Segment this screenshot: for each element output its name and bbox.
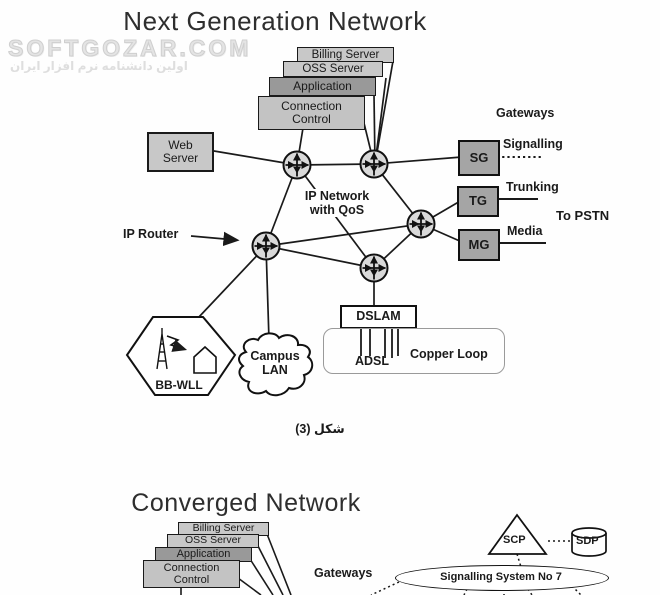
dslam-box: DSLAM (340, 305, 417, 329)
sdp-label: SDP (576, 535, 599, 547)
campus-lan-cloud (238, 332, 314, 397)
copper-loop-label: Copper Loop (410, 347, 488, 361)
trunking-label: Trunking (506, 180, 559, 194)
scp-triangle (487, 513, 548, 555)
figure2-title: Converged Network (131, 489, 361, 517)
figure1-title: Next Generation Network (123, 6, 427, 36)
ss7-label: Signalling System No 7 (440, 571, 562, 583)
gateways-label-2: Gateways (314, 566, 373, 580)
scp-label: SCP (503, 534, 526, 546)
ip-network-label: IP Network with QoS (295, 189, 379, 217)
campus-lan-line2: LAN (262, 363, 288, 378)
application-box: Application (269, 77, 376, 96)
connection-control-line2: Control (292, 112, 331, 126)
router-icon (282, 150, 312, 180)
radio-signal-arrow (166, 335, 188, 352)
ip-router-label: IP Router (123, 227, 179, 241)
trunking-gateway-box: TG (457, 186, 499, 217)
antenna-tower-icon (156, 328, 168, 370)
billing-server-box: Billing Server (297, 47, 394, 63)
copper-loop-outline (323, 328, 505, 374)
campus-lan-label: Campus LAN (246, 349, 304, 378)
bb-wll-hexagon (125, 316, 237, 396)
ss7-dotted-links (370, 540, 582, 595)
connection-control-2-line1: Connection (163, 561, 220, 574)
sdp-cylinder-top (571, 527, 607, 539)
adsl-lines (360, 325, 399, 358)
oss-server-box: OSS Server (283, 61, 383, 77)
ip-network-line2: with QoS (309, 203, 365, 217)
signalling-label: Signalling (503, 137, 563, 151)
campus-lan-line1: Campus (250, 349, 300, 363)
application-box-2: Application (155, 547, 252, 562)
router-icon (251, 231, 281, 261)
ss7-ellipse (395, 565, 609, 591)
web-server-box: Web Server (147, 132, 214, 172)
adsl-label: ADSL (355, 354, 390, 368)
connection-control-line1: Connection (281, 98, 342, 113)
web-server-line2: Server (162, 151, 199, 165)
gateways-label: Gateways (496, 106, 555, 120)
media-label: Media (507, 224, 543, 238)
signalling-gateway-box: SG (458, 140, 500, 176)
router-icon (359, 253, 389, 283)
web-server-line1: Web (168, 137, 193, 152)
connection-control-box: Connection Control (258, 96, 365, 130)
watermark-text: SOFTGOZAR.COM (7, 35, 252, 62)
media-gateway-box: MG (458, 229, 500, 261)
converged-links (180, 533, 292, 595)
figure-caption: شكل (3) (295, 422, 345, 436)
watermark-subtext: اولین دانشنامه نرم افزار ایران (10, 59, 188, 73)
connection-control-box-2: Connection Control (143, 560, 240, 588)
house-icon (193, 345, 217, 374)
ip-network-line1: IP Network (304, 189, 370, 203)
to-pstn-label: To PSTN (556, 208, 610, 223)
router-icon (406, 209, 436, 239)
router-icon (359, 149, 389, 179)
connection-control-2-line2: Control (173, 574, 210, 586)
ip-router-pointer-arrow (190, 231, 240, 247)
bb-wll-label: BB-WLL (155, 378, 203, 392)
sdp-cylinder-body (571, 533, 607, 557)
oss-server-box-2: OSS Server (167, 534, 259, 548)
